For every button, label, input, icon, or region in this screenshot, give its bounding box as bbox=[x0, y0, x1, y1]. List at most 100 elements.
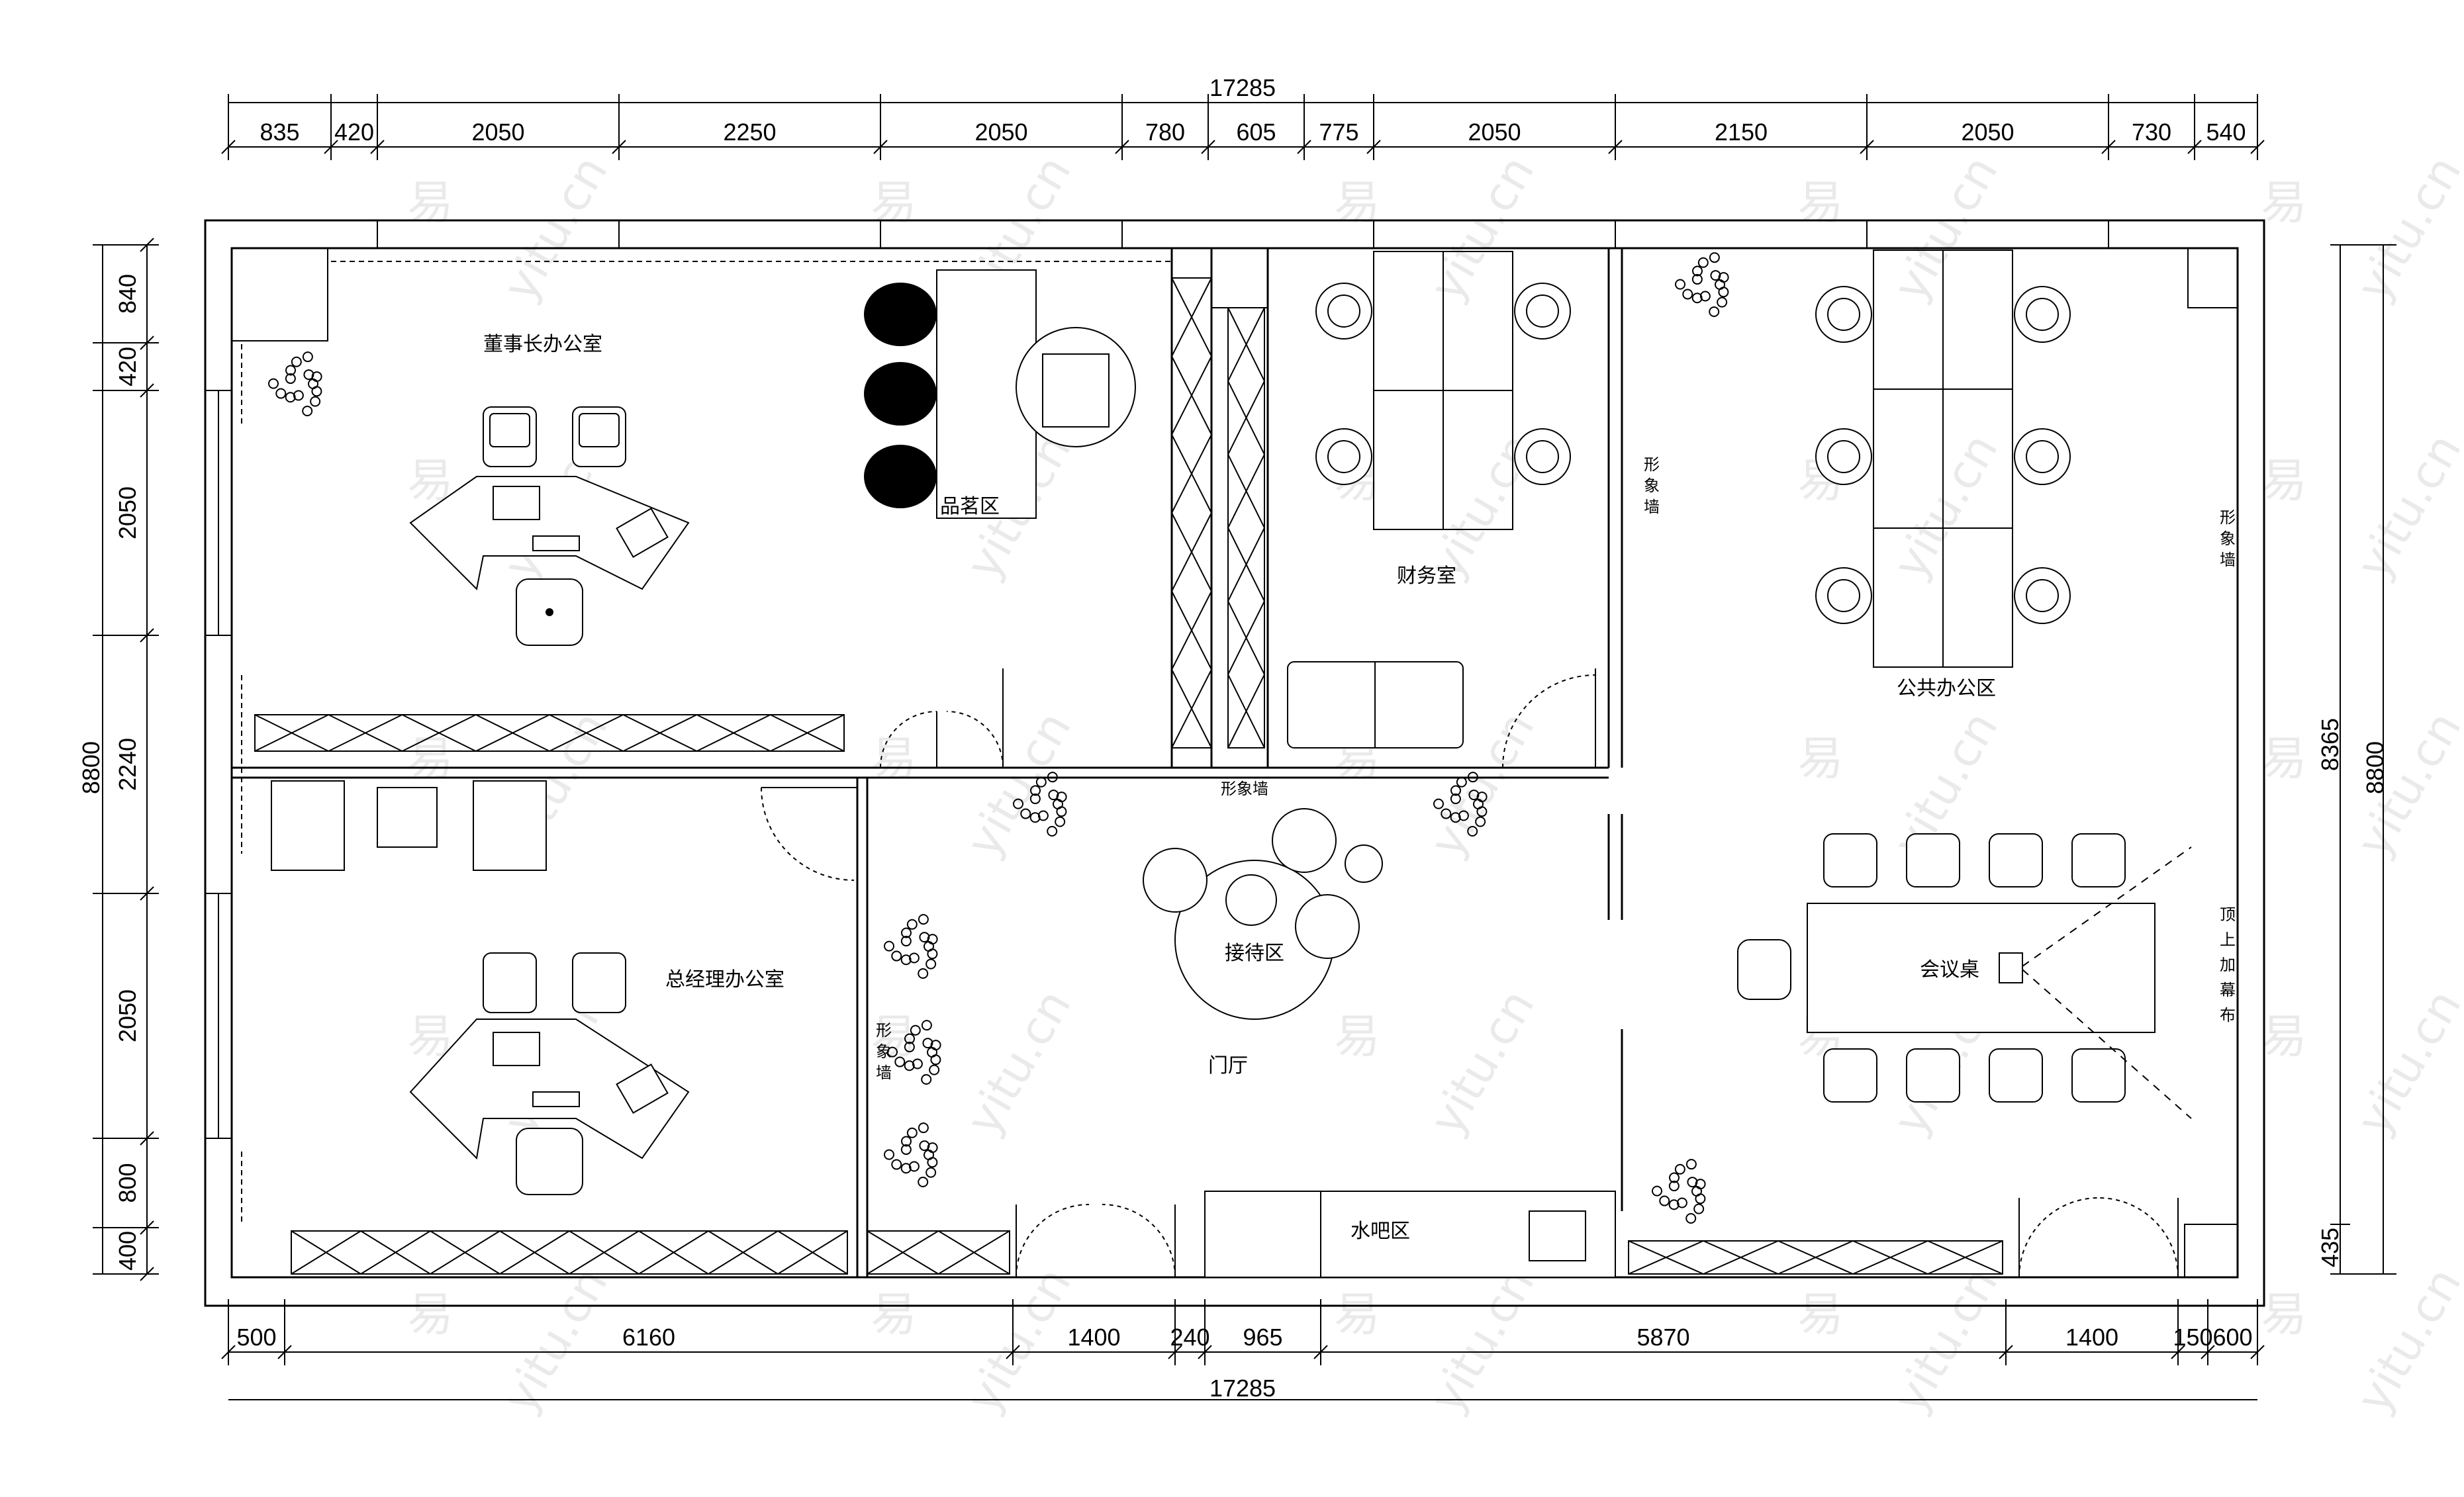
watermark-glyph: 易 bbox=[1797, 175, 1844, 230]
dim-segment-label: 240 bbox=[1170, 1324, 1209, 1351]
watermark-site: yitu.cn bbox=[1883, 425, 2009, 588]
sink bbox=[1529, 1210, 1586, 1261]
chairman-desk bbox=[409, 476, 690, 591]
window-curtains bbox=[241, 261, 1172, 1224]
watermark-glyph: 易 bbox=[1797, 731, 1844, 786]
dim-segment-label: 2050 bbox=[1961, 118, 2014, 146]
watermark-glyph: 易 bbox=[2261, 175, 2307, 230]
svg-text:加: 加 bbox=[2220, 956, 2236, 974]
meeting-chair bbox=[1823, 833, 1877, 887]
visitor-chair bbox=[572, 406, 626, 467]
tea-stool bbox=[864, 283, 937, 346]
dim-segment-label: 605 bbox=[1236, 118, 1276, 146]
watermark-site: yitu.cn bbox=[493, 147, 618, 310]
dim-segment-label: 2240 bbox=[114, 738, 141, 791]
projector bbox=[1999, 952, 2023, 983]
dim-segment-label: 6160 bbox=[622, 1324, 675, 1351]
meeting-table bbox=[1807, 903, 2156, 1033]
office-chair bbox=[1315, 283, 1372, 340]
potted-plant bbox=[1433, 772, 1488, 837]
left-total-dim: 8800 bbox=[77, 741, 105, 794]
meeting-chair bbox=[2071, 833, 2126, 887]
svg-text:上: 上 bbox=[2220, 930, 2236, 949]
reception-area bbox=[1143, 808, 1383, 1020]
office-chair bbox=[1514, 283, 1571, 340]
meeting-chair bbox=[1823, 1048, 1877, 1103]
plants bbox=[268, 252, 1729, 1224]
watermark-site: yitu.cn bbox=[956, 981, 1082, 1144]
watermark-glyph: 易 bbox=[2261, 731, 2307, 786]
label-image-wall-left: 形象墙 bbox=[876, 1021, 892, 1082]
watermark-glyph: 易 bbox=[2261, 1287, 2307, 1341]
top-total-dim: 17285 bbox=[1209, 74, 1276, 101]
right-total-dim: 8800 bbox=[2361, 741, 2389, 794]
meeting-chair bbox=[1906, 833, 1960, 887]
watermark-glyph: 易 bbox=[871, 1009, 917, 1064]
label-chairman-office: 董事长办公室 bbox=[483, 333, 602, 356]
potted-plant bbox=[884, 914, 938, 979]
bottom-total-dim: 17285 bbox=[1209, 1375, 1276, 1402]
label-finance-room: 财务室 bbox=[1397, 565, 1456, 588]
dim-segment-label: 1400 bbox=[1067, 1324, 1120, 1351]
office-chair bbox=[2014, 286, 2071, 343]
dim-segment-label: 965 bbox=[1243, 1324, 1282, 1351]
svg-text:象: 象 bbox=[2220, 529, 2236, 548]
svg-text:幕: 幕 bbox=[2220, 981, 2236, 999]
office-chair bbox=[1815, 567, 1872, 624]
lounge-chair bbox=[1143, 848, 1208, 913]
office-chair bbox=[1815, 428, 1872, 485]
svg-text:墙: 墙 bbox=[1644, 498, 1660, 516]
potted-plant bbox=[884, 1122, 938, 1187]
watermark-site: yitu.cn bbox=[2346, 981, 2464, 1144]
side-plant bbox=[1345, 844, 1383, 883]
meeting-chair bbox=[1906, 1048, 1960, 1103]
dim-segment-label: 2250 bbox=[723, 118, 776, 146]
meeting-chair bbox=[2071, 1048, 2126, 1103]
watermark-site: yitu.cn bbox=[1419, 981, 1545, 1144]
meeting-chair bbox=[1737, 939, 1791, 1000]
svg-text:形: 形 bbox=[876, 1021, 892, 1040]
svg-text:形: 形 bbox=[2220, 508, 2236, 527]
dim-segment-label: 800 bbox=[114, 1163, 141, 1202]
svg-text:象: 象 bbox=[876, 1042, 892, 1061]
watermark-site: yitu.cn bbox=[493, 1259, 618, 1422]
room-labels: 董事长办公室 品茗区 财务室 公共办公区 总经理办公室 接待区 门厅 水吧区 会… bbox=[483, 333, 1996, 1243]
office-chair bbox=[1315, 428, 1372, 485]
dim-segment-label: 730 bbox=[2132, 118, 2171, 146]
gm-office bbox=[271, 780, 690, 1195]
meeting-chair bbox=[1989, 1048, 2043, 1103]
watermark-site: yitu.cn bbox=[1883, 1259, 2009, 1422]
watermark-glyph: 易 bbox=[407, 1287, 453, 1341]
public-office bbox=[1815, 250, 2071, 668]
watermark-site: yitu.cn bbox=[956, 703, 1082, 866]
meeting-area bbox=[1737, 833, 2192, 1119]
watermark-site: yitu.cn bbox=[1419, 1259, 1545, 1422]
watermark-glyph: 易 bbox=[1334, 1287, 1380, 1341]
doors bbox=[761, 668, 2179, 1278]
label-tea-area: 品茗区 bbox=[940, 495, 1000, 518]
dim-segment-label: 2050 bbox=[974, 118, 1027, 146]
gm-desk bbox=[409, 1019, 690, 1160]
sofa-chair bbox=[271, 780, 345, 871]
office-chair bbox=[516, 578, 583, 646]
visitor-chair bbox=[572, 952, 626, 1013]
dim-segment-label: 2050 bbox=[1468, 118, 1521, 146]
svg-text:象: 象 bbox=[1644, 476, 1660, 495]
watermark-glyph: 易 bbox=[871, 731, 917, 786]
svg-text:顶: 顶 bbox=[2220, 905, 2236, 924]
label-lobby: 门厅 bbox=[1208, 1054, 1248, 1077]
label-image-wall-h: 形象墙 bbox=[1221, 780, 1268, 798]
dim-segment-label: 1400 bbox=[2065, 1324, 2118, 1351]
dim-segment-label: 835 bbox=[260, 118, 299, 146]
dim-segment-label: 500 bbox=[236, 1324, 276, 1351]
visitor-chair bbox=[483, 952, 537, 1013]
label-gm-office: 总经理办公室 bbox=[665, 968, 784, 991]
dim-segment-label: 540 bbox=[2206, 118, 2246, 146]
svg-text:墙: 墙 bbox=[876, 1064, 892, 1082]
watermark-site: yitu.cn bbox=[1419, 147, 1545, 310]
tea-stool bbox=[864, 362, 937, 426]
